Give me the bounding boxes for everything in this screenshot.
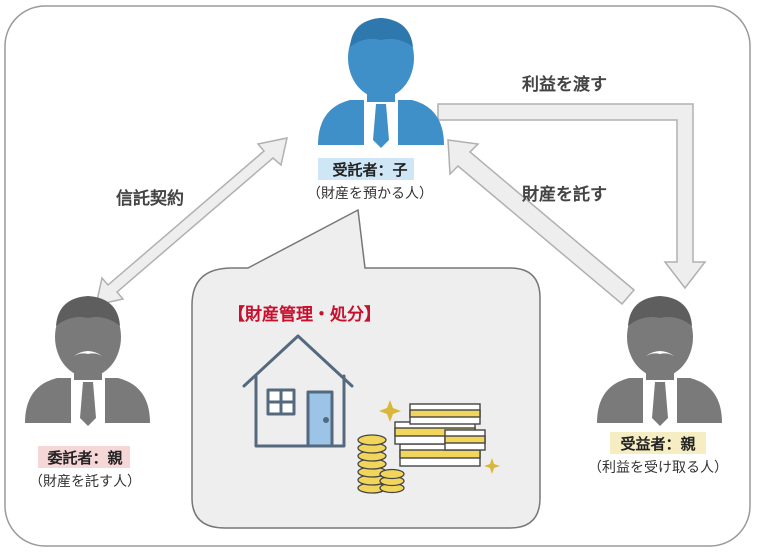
trustee-person-icon: [318, 18, 444, 148]
house-icon: [242, 334, 354, 448]
trustee-name-highlight: [318, 158, 414, 180]
beneficiary-label: 受益者：親 （利益を受け取る人）: [568, 432, 748, 477]
coin-stack-icon: [357, 434, 405, 494]
benefit-arrow-label: 利益を渡す: [522, 75, 607, 95]
grantor-label: 委託者：親 （財産を託す人）: [0, 446, 170, 491]
sparkle-icon: [379, 400, 500, 474]
grantor-person-icon: [25, 296, 150, 426]
beneficiary-name-highlight: [610, 432, 706, 454]
money-stack-icon: [394, 403, 486, 467]
entrust-arrow: [447, 139, 636, 306]
grantor-name: 委託者：親: [47, 449, 123, 467]
beneficiary-person-icon: [597, 296, 722, 426]
trustee-label: 受託者：子 （財産を預かる人）: [270, 158, 470, 203]
beneficiary-desc: （利益を受け取る人）: [588, 460, 728, 476]
grantor-name-highlight: [38, 446, 130, 468]
benefit-arrow: [437, 103, 707, 290]
grantor-desc: （財産を託す人）: [29, 474, 141, 490]
management-title: 【財産管理・処分】: [228, 305, 381, 325]
trustee-desc: （財産を預かる人）: [307, 186, 433, 202]
contract-arrow-label: 信託契約: [116, 189, 184, 209]
trustee-name: 受託者：子: [332, 161, 408, 179]
beneficiary-name: 受益者：親: [620, 435, 696, 453]
entrust-arrow-label: 財産を託す: [522, 185, 607, 205]
